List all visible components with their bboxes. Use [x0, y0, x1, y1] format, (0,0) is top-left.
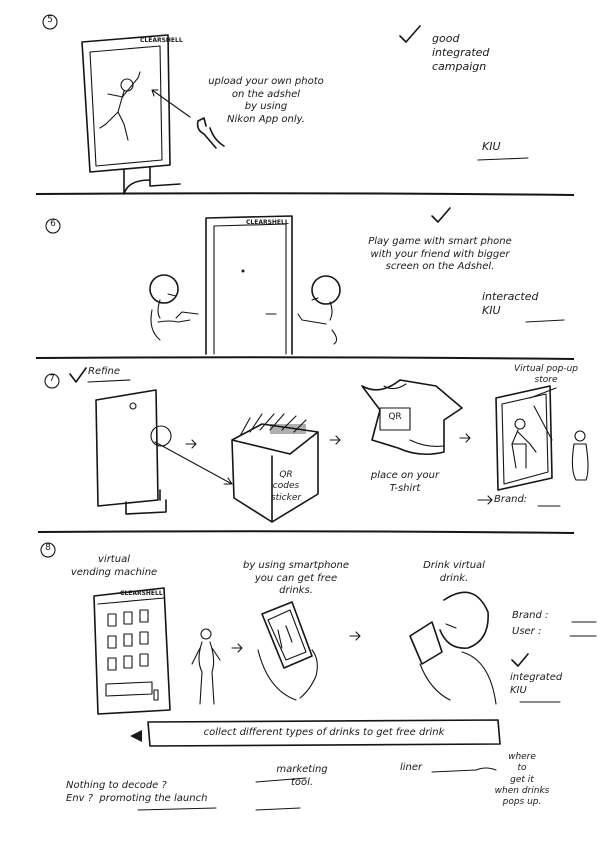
- footer-note-where-to-get: where to get it when drinks pops up.: [494, 752, 550, 807]
- section-number: 7: [49, 374, 55, 384]
- section-number-circle: [45, 218, 61, 234]
- bottom-banner: collect different types of drinks to get…: [203, 727, 445, 738]
- tag-refine: Refine: [88, 366, 121, 377]
- note-user: User :: [512, 626, 542, 637]
- section-8-sketch: [40, 542, 597, 811]
- section-number-circle: [44, 373, 60, 389]
- section-5-sketch: [42, 14, 529, 195]
- caption-place-tshirt: place on your T-shirt: [370, 470, 440, 494]
- note-integrated-campaign: good integrated campaign: [432, 32, 490, 73]
- section-6-sketch: [45, 207, 565, 355]
- section-number: 6: [50, 219, 56, 229]
- caption-smartphone: by using smartphone you can get free dri…: [242, 560, 350, 596]
- section-divider: [35, 356, 575, 360]
- footer-note-marketing-tool: marketing tool.: [276, 764, 328, 788]
- footer-note-liner: liner: [400, 762, 423, 773]
- caption-drink: Drink virtual drink.: [423, 560, 485, 584]
- section-number: 5: [47, 15, 53, 25]
- sign-label: CLEARSHELL: [140, 37, 183, 44]
- section-7-sketch: [44, 367, 589, 523]
- note-interacted-kiu: interacted KIU: [482, 290, 539, 317]
- caption-upload-photo: upload your own photo on the adshel by u…: [208, 76, 324, 125]
- section-divider: [35, 192, 575, 196]
- note-kiu: KIU: [482, 140, 501, 153]
- shirt-qr-label: QR: [388, 412, 402, 422]
- footer-note-decode: Nothing to decode ? Env ? promoting the …: [66, 780, 208, 804]
- note-brand: Brand:: [494, 494, 528, 505]
- door-label: CLEARSHELL: [246, 219, 289, 226]
- section-number: 8: [45, 543, 51, 553]
- caption-vending-machine: virtual vending machine: [70, 554, 158, 578]
- section-number-circle: [40, 542, 56, 558]
- qr-box-label: QR codes sticker: [270, 470, 302, 503]
- caption-popup-store: Virtual pop-up store: [513, 364, 579, 386]
- section-divider: [37, 530, 575, 534]
- note-integrated-kiu: integrated KIU: [510, 672, 563, 696]
- section-number-circle: [42, 14, 58, 30]
- caption-play-game: Play game with smart phone with your fri…: [368, 236, 512, 272]
- note-brand: Brand :: [512, 610, 549, 621]
- machine-label: CLEARSHELL: [120, 590, 163, 597]
